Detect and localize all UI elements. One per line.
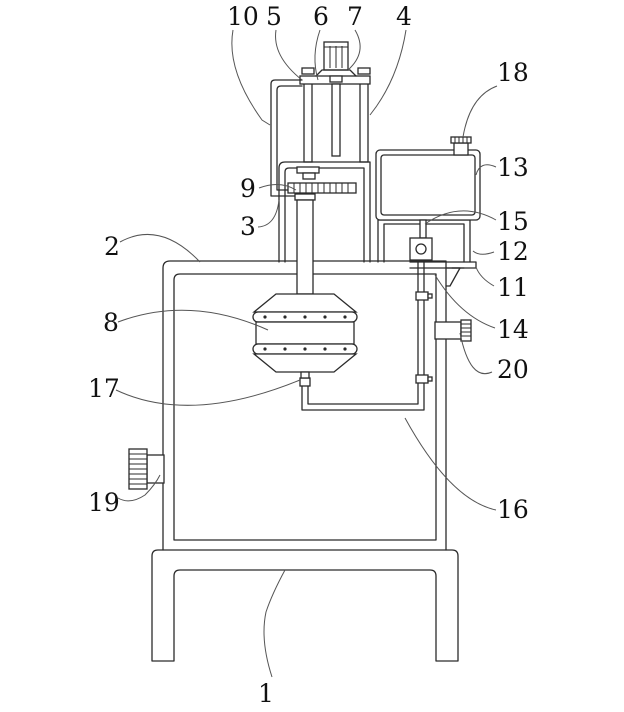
label-13: 13 [497,153,529,182]
label-11: 11 [497,273,529,302]
label-7: 7 [347,2,363,31]
outlet-pipe [419,219,427,239]
side-port [434,319,472,342]
label-1: 1 [258,679,274,708]
main-shaft [296,199,314,295]
drain-port [128,448,165,490]
tank-body [162,260,447,551]
label-4: 4 [396,2,412,31]
label-20: 20 [497,355,529,384]
filler-cap [450,136,472,156]
rotating-mixer-drum [252,293,358,373]
label-8: 8 [103,308,119,337]
reservoir-tank [375,149,481,221]
label-16: 16 [497,495,529,524]
label-9: 9 [240,174,256,203]
support-frame [151,549,459,662]
label-6: 6 [313,2,329,31]
upper-frame [270,67,371,197]
part-labels: 10 5 6 7 4 18 13 15 12 11 14 20 16 1 19 … [88,2,529,708]
gear-set [287,182,357,201]
label-14: 14 [497,315,529,344]
label-5: 5 [266,2,282,31]
label-3: 3 [240,212,256,241]
label-12: 12 [497,237,529,266]
leader-lines [115,29,498,678]
label-17: 17 [88,374,120,403]
label-15: 15 [497,207,529,236]
pump-valve [409,237,433,261]
label-2: 2 [104,232,120,261]
gear-housing [278,161,371,263]
bracket [445,267,465,287]
label-19: 19 [88,488,120,517]
label-10: 10 [227,2,259,31]
motor [315,41,357,83]
feed-pipe [301,261,433,411]
drum-nozzle [299,371,311,387]
label-18: 18 [497,58,529,87]
